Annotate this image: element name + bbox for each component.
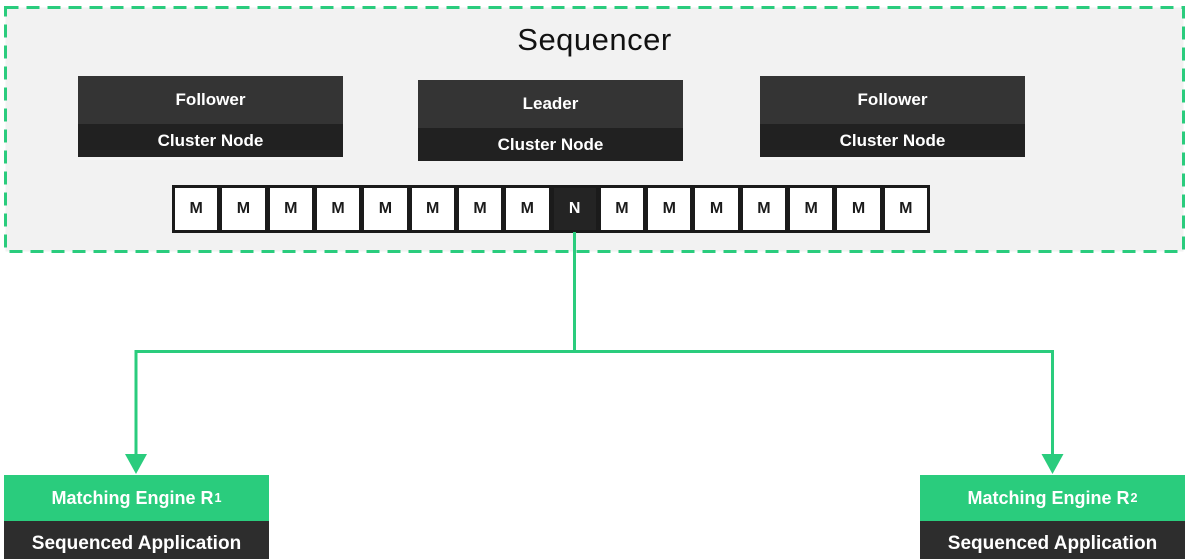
engine-name: Matching Engine R bbox=[51, 487, 214, 508]
stream-cell: M bbox=[364, 188, 407, 230]
stream-cell: M bbox=[316, 188, 360, 230]
stream-cell: M bbox=[648, 188, 691, 230]
message-stream: M M M M M M M M N M M M M M M M bbox=[172, 185, 930, 233]
stream-cell: M bbox=[790, 188, 833, 230]
diagram-title: Sequencer bbox=[517, 22, 672, 57]
stream-cell: M bbox=[884, 188, 927, 230]
engine-replica-subscript: 2 bbox=[1130, 491, 1138, 505]
stream-cell: M bbox=[837, 188, 880, 230]
role-label: Leader bbox=[418, 80, 683, 128]
sequenced-application-label: Sequenced Application bbox=[4, 521, 269, 559]
node-type-label: Cluster Node bbox=[78, 124, 343, 157]
sequenced-application-label: Sequenced Application bbox=[920, 521, 1185, 559]
stream-cell: M bbox=[695, 188, 738, 230]
cluster-node-follower-left: Follower Cluster Node bbox=[78, 76, 343, 157]
stream-cell-new-message: N bbox=[553, 188, 596, 230]
node-type-label: Cluster Node bbox=[418, 128, 683, 161]
engine-name: Matching Engine R bbox=[967, 487, 1130, 508]
cluster-node-leader: Leader Cluster Node bbox=[418, 80, 683, 161]
cluster-node-follower-right: Follower Cluster Node bbox=[760, 76, 1025, 157]
stream-cell: M bbox=[411, 188, 454, 230]
stream-cell: M bbox=[269, 188, 312, 230]
role-label: Follower bbox=[78, 76, 343, 124]
stream-cell: M bbox=[742, 188, 786, 230]
stream-cell: M bbox=[600, 188, 644, 230]
stream-cell: M bbox=[222, 188, 265, 230]
stream-cell: M bbox=[175, 188, 218, 230]
stream-cell: M bbox=[458, 188, 502, 230]
node-type-label: Cluster Node bbox=[760, 124, 1025, 157]
engine-replica-subscript: 1 bbox=[214, 491, 222, 505]
role-label: Follower bbox=[760, 76, 1025, 124]
stream-cell: M bbox=[506, 188, 549, 230]
